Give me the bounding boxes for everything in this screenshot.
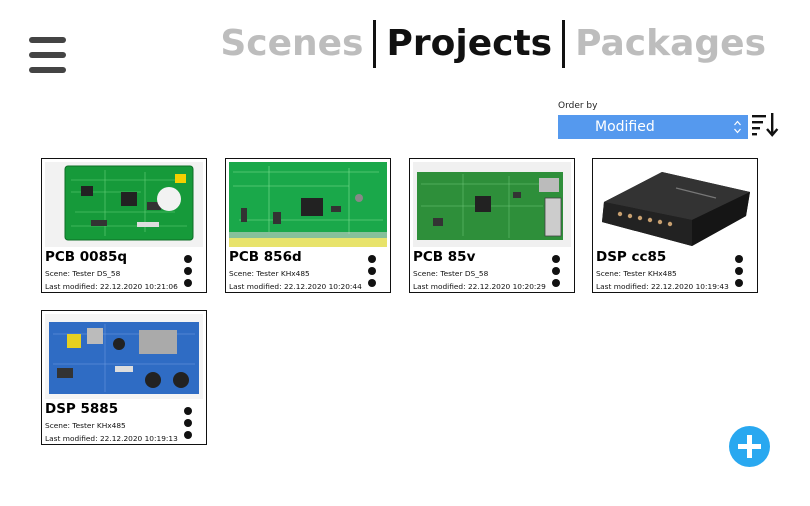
project-scene: Scene: Tester DS_58: [413, 269, 489, 278]
project-scene: Scene: Tester KHx485: [596, 269, 677, 278]
project-scene: Scene: Tester KHx485: [45, 421, 126, 430]
project-title: PCB 85v: [413, 249, 476, 265]
project-modified: Last modified: 22.12.2020 10:19:13: [45, 434, 178, 443]
more-options-icon[interactable]: [183, 255, 193, 289]
project-thumbnail: [413, 162, 571, 247]
project-scene: Scene: Tester KHx485: [229, 269, 310, 278]
project-card[interactable]: PCB 85v Scene: Tester DS_58 Last modifie…: [409, 158, 575, 293]
project-title: PCB 0085q: [45, 249, 128, 265]
project-card[interactable]: DSP 5885 Scene: Tester KHx485 Last modif…: [41, 310, 207, 445]
tab-divider: [562, 20, 566, 68]
project-card[interactable]: DSP cc85 Scene: Tester KHx485 Last modif…: [592, 158, 758, 293]
order-by-value: Modified: [595, 119, 655, 135]
more-options-icon[interactable]: [734, 255, 744, 289]
project-thumbnail: [45, 162, 203, 247]
project-thumbnail: [45, 314, 203, 399]
project-card[interactable]: PCB 0085q Scene: Tester DS_58 Last modif…: [41, 158, 207, 293]
order-by-select[interactable]: Modified: [558, 115, 748, 139]
project-title: PCB 856d: [229, 249, 302, 265]
updown-chevron-icon: [734, 120, 741, 134]
more-options-icon[interactable]: [551, 255, 561, 289]
hamburger-icon[interactable]: [29, 37, 67, 75]
project-title: DSP 5885: [45, 401, 119, 417]
project-thumbnail: [229, 162, 387, 247]
project-thumbnail: [596, 162, 754, 247]
tab-projects[interactable]: Projects: [386, 23, 553, 64]
project-title: DSP cc85: [596, 249, 667, 265]
project-card[interactable]: PCB 856d Scene: Tester KHx485 Last modif…: [225, 158, 391, 293]
order-by-label: Order by: [558, 101, 598, 111]
project-modified: Last modified: 22.12.2020 10:20:44: [229, 282, 362, 291]
project-modified: Last modified: 22.12.2020 10:21:06: [45, 282, 178, 291]
tab-scenes[interactable]: Scenes: [220, 23, 364, 64]
tab-divider: [373, 20, 377, 68]
add-project-button[interactable]: [729, 426, 770, 467]
project-modified: Last modified: 22.12.2020 10:19:43: [596, 282, 729, 291]
more-options-icon[interactable]: [367, 255, 377, 289]
tab-packages[interactable]: Packages: [575, 23, 766, 64]
view-tabs: Scenes Projects Packages: [210, 18, 776, 70]
project-modified: Last modified: 22.12.2020 10:20:29: [413, 282, 546, 291]
more-options-icon[interactable]: [183, 407, 193, 441]
project-scene: Scene: Tester DS_58: [45, 269, 121, 278]
sort-descending-icon[interactable]: [752, 112, 780, 138]
